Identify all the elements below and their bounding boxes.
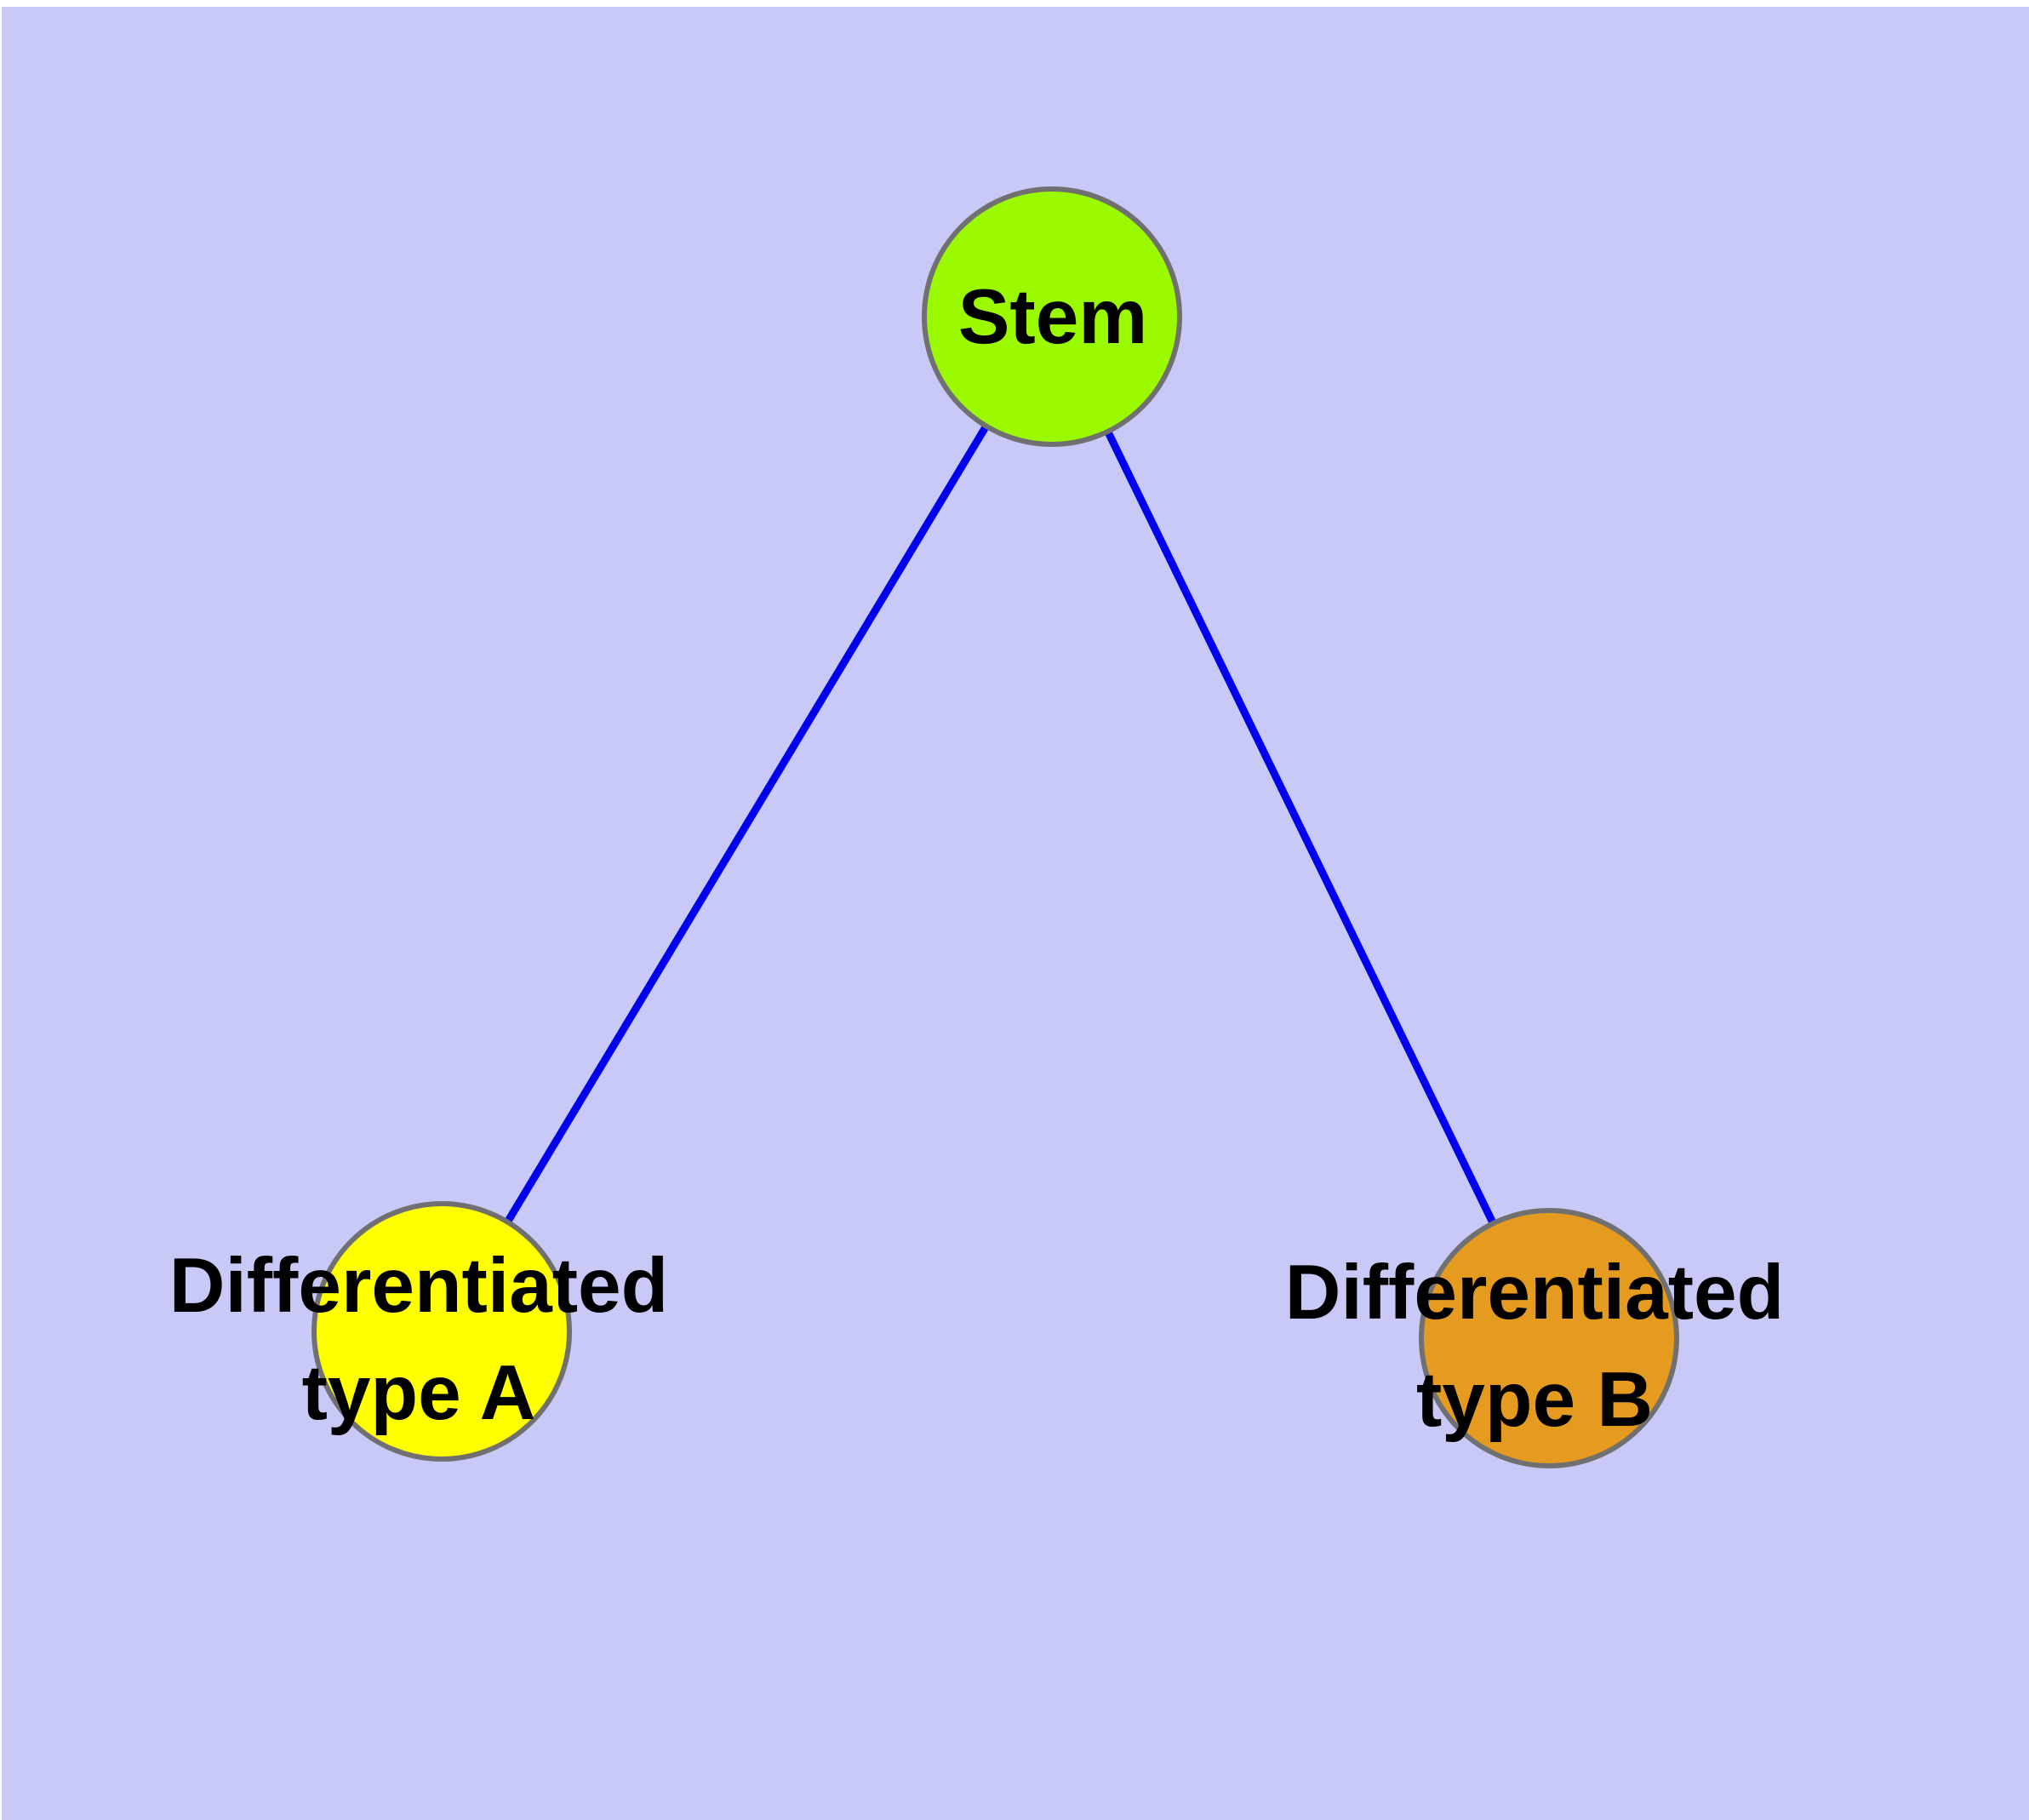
node-differentiated-type-b bbox=[1419, 1208, 1679, 1468]
edge-stem-to-type-a bbox=[438, 314, 1055, 1334]
node-stem bbox=[922, 186, 1182, 447]
node-differentiated-type-a bbox=[311, 1201, 572, 1462]
edge-stem-to-type-b bbox=[1048, 315, 1553, 1340]
